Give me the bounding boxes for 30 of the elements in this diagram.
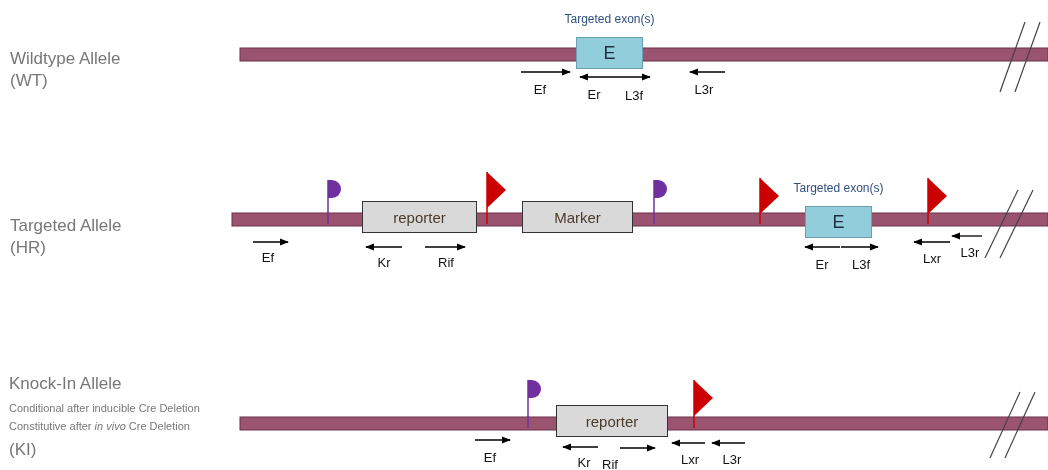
allele-bar bbox=[239, 47, 1048, 62]
primer-label: Kr bbox=[377, 255, 391, 270]
primer-label: Er bbox=[587, 87, 601, 102]
primer-label: L3f bbox=[624, 88, 644, 103]
primer-label: Rif bbox=[438, 255, 454, 270]
exon-caption: Targeted exon(s) bbox=[564, 12, 655, 26]
allele-title: Knock-In Allele bbox=[9, 374, 122, 394]
cassette-box: Marker bbox=[522, 201, 633, 233]
allele-title: Targeted Allele (HR) bbox=[10, 215, 123, 259]
exon-box: E bbox=[805, 206, 872, 238]
allele-title: (KI) bbox=[9, 440, 37, 460]
primer-label: L3f bbox=[851, 257, 871, 272]
primer-label: Lxr bbox=[680, 452, 700, 467]
primer-label: L3r bbox=[694, 82, 714, 97]
primer-label: Ef bbox=[261, 250, 275, 265]
primer-label: L3r bbox=[960, 245, 980, 260]
primer-label: Kr bbox=[577, 455, 591, 470]
allele-title: Wildtype Allele (WT) bbox=[10, 48, 122, 92]
primer-label: Ef bbox=[533, 82, 547, 97]
primer-label: Rif bbox=[602, 457, 618, 470]
allele-note: Constitutive after in vivo Cre Deletion bbox=[9, 420, 190, 432]
cassette-box: reporter bbox=[362, 201, 477, 233]
allele-note: Conditional after inducible Cre Deletion bbox=[9, 402, 200, 414]
primer-label: Er bbox=[815, 257, 829, 272]
primer-label: L3r bbox=[722, 452, 742, 467]
cassette-box: reporter bbox=[556, 405, 668, 437]
primer-label: Ef bbox=[483, 450, 497, 465]
exon-caption: Targeted exon(s) bbox=[793, 181, 884, 195]
primer-label: Lxr bbox=[922, 251, 942, 266]
exon-box: E bbox=[576, 37, 643, 69]
